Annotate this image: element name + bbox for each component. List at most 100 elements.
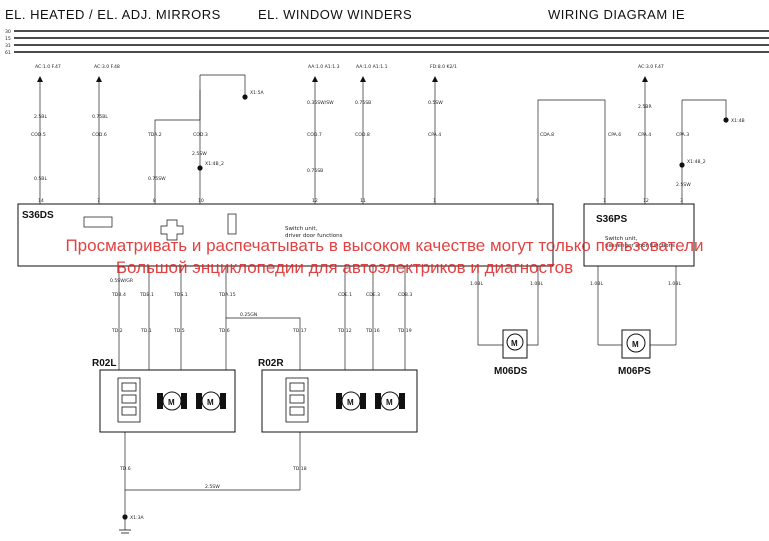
connector-code: TD.19 [397, 328, 412, 334]
connector-code: TD.1 [140, 328, 152, 334]
wire-code: 0.25GN [240, 312, 257, 318]
fuse-label: FD:8.0 K2/1 [430, 64, 457, 70]
wire-code: 1.0BL [530, 281, 543, 287]
wire-code: 2.5SW [192, 151, 207, 157]
connector-code: CPA.4 [638, 132, 651, 138]
pin-label: 14 [38, 198, 44, 204]
wire-code: 2.5SW [676, 182, 691, 188]
heater-coil [289, 382, 305, 392]
arrow-icon [360, 76, 366, 82]
wire-code: 0.35SW/SW [307, 100, 334, 106]
connector-code: CPA.3 [676, 132, 689, 138]
wire-code: 2.5BL [34, 114, 47, 120]
heater-coil [289, 406, 305, 416]
wire-code: 0.5SW [428, 100, 443, 106]
pin-label: 1 [433, 198, 436, 204]
s36ds-description: Switch unit, driver door functions [285, 226, 343, 239]
connector-code: COD.6 [92, 132, 107, 138]
s36ds-label: S36DS [22, 210, 54, 221]
connector-code: COD.8 [355, 132, 370, 138]
r02l-label: R02L [92, 358, 116, 369]
joystick-symbol [160, 219, 184, 241]
connector-code: TDA.15 [218, 292, 236, 298]
arrow-icon [37, 76, 43, 82]
heater-element-icon [285, 377, 309, 423]
motor-symbol: M [347, 398, 354, 407]
motor-icon: M [375, 391, 405, 411]
wire-code: 1.0BL [668, 281, 681, 287]
watermark-line-2: Большой энциклопедии для автоэлектриков … [115, 258, 574, 277]
motor-symbol: M [386, 398, 393, 407]
wire-code: 1.0BL [470, 281, 483, 287]
motor-icon: M [196, 391, 226, 411]
ground-label: X1:4B_2 [205, 161, 224, 167]
window-motor-m06ps: M [621, 329, 651, 359]
wire [682, 99, 727, 118]
header-center-title: EL. WINDOW WINDERS [258, 7, 413, 22]
m06ds-label: M06DS [494, 366, 528, 377]
wire [154, 90, 201, 130]
motor-icon: M [336, 391, 366, 411]
ground-label: X1:3A [130, 515, 145, 521]
heater-coil [121, 394, 137, 404]
header-left-title: EL. HEATED / EL. ADJ. MIRRORS [5, 7, 221, 22]
fuse-label: AC:3.0 F.48 [94, 64, 120, 70]
fuse-label: AA:1.0 A1:1.3 [308, 64, 340, 70]
wire-code: 0.5BL [34, 176, 47, 182]
heater-coil [121, 382, 137, 392]
ground-symbol-icon [119, 529, 131, 534]
connector-code: TD.16 [365, 328, 380, 334]
wire-code: 0.75SB [307, 168, 323, 174]
feed-wires [39, 74, 727, 205]
r02r-label: R02R [258, 358, 284, 369]
heater-coil [121, 406, 137, 416]
connector-code: TDA.2 [147, 132, 162, 138]
connector-code: TD.17 [292, 328, 307, 334]
motor-icon: M [157, 391, 187, 411]
heater-frame [285, 377, 309, 423]
motor-circle [626, 333, 646, 353]
heater-coil [289, 394, 305, 404]
wire-code: 0.5SW/GR [110, 278, 134, 284]
s36ps-description: Switch unit, passenger door functions [605, 236, 675, 249]
connector-code: TDS.1 [173, 292, 188, 298]
pin-label: 8 [153, 198, 156, 204]
fuse-label: AC:3.0 F.47 [638, 64, 664, 70]
heater-element-icon [117, 377, 141, 423]
fuse-arrows [37, 76, 648, 82]
motor-symbol: M [511, 339, 518, 348]
pin-label: 1 [603, 198, 606, 204]
bus-label-30: 30 [5, 29, 11, 35]
motor-pole [196, 393, 202, 409]
connector-code: CPA.4 [428, 132, 441, 138]
m06ps-label: M06PS [618, 366, 651, 377]
connector-code: COD.5 [31, 132, 46, 138]
motor-circle [506, 333, 524, 351]
ground-point-icon [242, 94, 248, 100]
s36ps-desc-line: Switch unit, [605, 236, 638, 242]
connector-code: CDE.1 [338, 292, 352, 298]
s36ps-desc-line: passenger door functions [605, 243, 675, 249]
motor-pole [336, 393, 342, 409]
wire [527, 340, 539, 346]
wire [200, 74, 246, 95]
pin-label: 7 [97, 198, 100, 204]
wire-code: 2.5SW [205, 484, 220, 490]
bus-label-61: 61 [5, 50, 11, 56]
ground-label: X1:4B [731, 118, 745, 124]
ground-points [122, 94, 729, 520]
wire-code: 2.5BR [638, 104, 652, 110]
ground-point-icon [197, 165, 203, 171]
connector-code: CDA.8 [540, 132, 554, 138]
connector-code: TD.5 [173, 328, 185, 334]
ground-point-icon [679, 162, 685, 168]
connector-code: TD.6 [218, 328, 230, 334]
window-motor-m06ds: M [502, 329, 528, 359]
connector-code: TD.2 [111, 328, 123, 334]
s36ds-desc-line: Switch unit, [285, 226, 318, 232]
switch-unit-s36ps [583, 203, 695, 267]
fuse-label: AC:1.0 F.47 [35, 64, 61, 70]
connector-code: CDB.3 [398, 292, 412, 298]
pin-label: 9 [536, 198, 539, 204]
heater-frame [117, 377, 141, 423]
